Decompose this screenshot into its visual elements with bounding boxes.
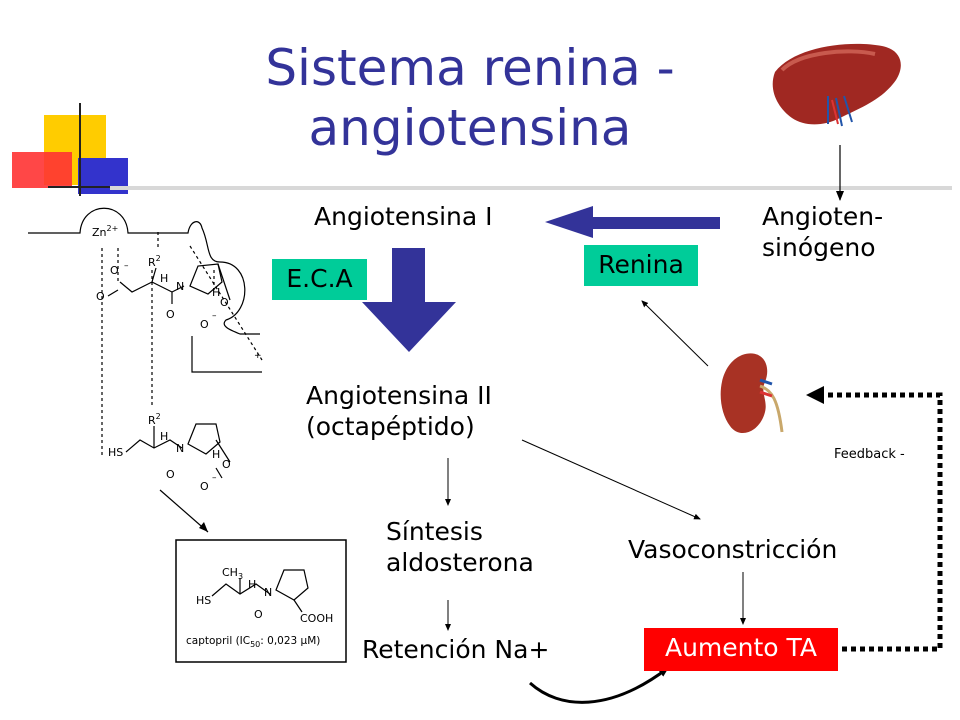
svg-text:H: H xyxy=(248,578,256,591)
svg-text:O: O xyxy=(166,468,175,481)
svg-text:N: N xyxy=(176,442,184,455)
svg-text:H: H xyxy=(160,272,168,285)
renina-arrow xyxy=(545,206,720,238)
title-divider xyxy=(110,186,952,190)
sintesis-line-2: aldosterona xyxy=(386,548,534,577)
svg-text:COOH: COOH xyxy=(300,612,333,625)
svg-text:+: + xyxy=(254,351,262,361)
molecule-diagram xyxy=(28,207,347,663)
angiotensina-1-label: Angiotensina I xyxy=(314,202,493,231)
svg-text:–: – xyxy=(124,261,129,271)
title-line-2: angiotensina xyxy=(308,99,632,157)
r2-label-lower: R2 xyxy=(148,412,161,427)
svg-text:O: O xyxy=(254,608,263,621)
decorative-squares xyxy=(12,103,128,196)
svg-text:HS: HS xyxy=(196,594,211,607)
angiotensina-2-line-2: (octapéptido) xyxy=(306,412,475,441)
angiotensina-2-label: Angiotensina II (octapéptido) xyxy=(306,380,492,442)
sintesis-aldosterona-label: Síntesis aldosterona xyxy=(386,516,534,578)
sintesis-line-1: Síntesis xyxy=(386,517,483,546)
captopril-arrowhead xyxy=(199,522,208,532)
kidney-to-renina-arrow xyxy=(641,300,709,367)
svg-text:H: H xyxy=(212,448,220,461)
svg-text:O: O xyxy=(96,290,105,303)
captopril-caption: captopril (IC50: 0,023 μM) xyxy=(186,635,320,649)
svg-text:O: O xyxy=(110,264,119,277)
r2-label-upper: R2 xyxy=(148,254,161,269)
angiotensinogeno-line-2: sinógeno xyxy=(762,233,876,262)
svg-text:–: – xyxy=(212,311,217,321)
renina-box: Renina xyxy=(584,245,698,286)
eca-box: E.C.A xyxy=(272,259,367,300)
svg-text:O: O xyxy=(220,296,229,309)
svg-text:H: H xyxy=(160,430,168,443)
svg-text:N: N xyxy=(176,280,184,293)
ang2-to-vaso-arrow xyxy=(521,439,701,520)
svg-text:–: – xyxy=(212,473,217,483)
liver-icon xyxy=(772,43,901,127)
aumento-ta-box: Aumento TA xyxy=(644,628,838,671)
retencion-to-aumento-arrow xyxy=(528,666,669,704)
svg-text:O: O xyxy=(222,458,231,471)
molecule-labels: Zn2+ O– O R2 H N O H O O– + R2 H HS N O … xyxy=(92,224,262,493)
slide-title: Sistema renina - angiotensina xyxy=(190,38,750,158)
angiotensinogeno-line-1: Angioten- xyxy=(762,202,884,231)
retencion-na-label: Retención Na+ xyxy=(362,635,550,664)
title-line-1: Sistema renina - xyxy=(265,39,675,97)
zn-label: Zn2+ xyxy=(92,224,118,239)
captopril-ch3: CH3 xyxy=(222,566,243,581)
eca-arrow xyxy=(362,248,456,352)
angiotensina-2-line-1: Angiotensina II xyxy=(306,381,492,410)
feedback-label: Feedback - xyxy=(834,447,905,462)
captopril-labels: CH3 H HS N O COOH captopril (IC50: 0,023… xyxy=(186,566,333,649)
svg-text:O: O xyxy=(200,318,209,331)
svg-text:O: O xyxy=(166,308,175,321)
feedback-arrow xyxy=(806,386,943,652)
kidney-icon xyxy=(720,353,784,434)
vasoconstriccion-label: Vasoconstricción xyxy=(628,535,838,564)
svg-text:H: H xyxy=(212,286,220,299)
angiotensinogeno-label: Angioten- sinógeno xyxy=(762,201,883,263)
svg-text:O: O xyxy=(200,480,209,493)
svg-text:HS: HS xyxy=(108,446,123,459)
svg-text:N: N xyxy=(264,586,272,599)
